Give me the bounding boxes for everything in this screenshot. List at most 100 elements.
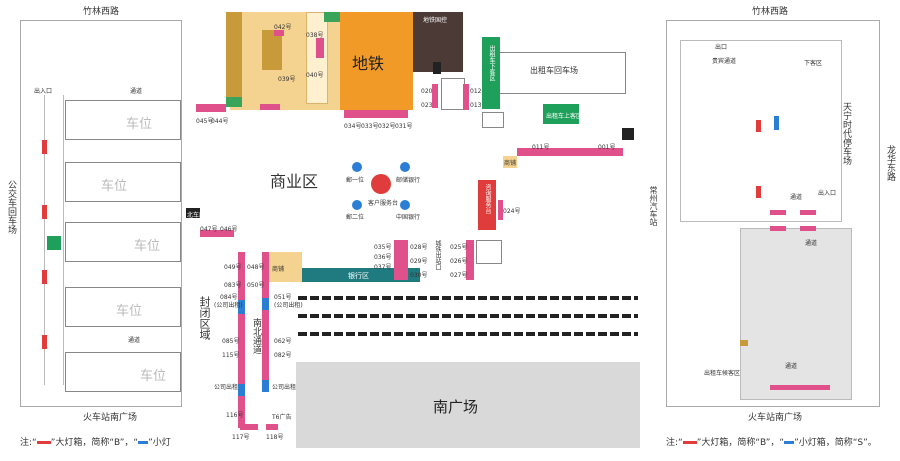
- lightbox: [463, 84, 469, 110]
- num-028: 028号: [410, 244, 428, 251]
- rail-track: [298, 314, 638, 318]
- num-083: 083号: [224, 282, 242, 289]
- top-gold-block: [262, 30, 282, 70]
- bank-zone-bar: 银行区: [302, 268, 420, 282]
- lightbox: [196, 104, 226, 112]
- left-spot-4: 车位: [65, 287, 181, 327]
- left-spot-2: 车位: [65, 162, 181, 202]
- num-020: 020号: [421, 88, 439, 95]
- num-026: 026号: [450, 258, 468, 265]
- stair-marker: [622, 128, 634, 140]
- right-big-lightbox: [756, 120, 761, 132]
- left-passage-2: 通道: [128, 337, 141, 344]
- num-084: 084号: [220, 294, 238, 301]
- right-lightbox-row: [770, 385, 830, 390]
- num-051: 051号: [274, 294, 292, 301]
- service-box-small: [441, 78, 465, 110]
- right-map-frame: [666, 20, 880, 407]
- num-013: 013号: [470, 102, 488, 109]
- num-117: 117号: [232, 434, 250, 441]
- taxi-pickup-block: 出租车上客区: [543, 104, 582, 124]
- lightbox: [240, 424, 258, 430]
- bank-marker: [400, 162, 410, 172]
- city-terminal-label: 城铁出站口: [434, 240, 441, 270]
- num-023: 023号: [421, 102, 439, 109]
- lightbox-row: [517, 148, 623, 156]
- num-045: 045号: [196, 118, 214, 125]
- right-lightbox: [800, 226, 816, 231]
- right-top-road: 竹林西路: [752, 7, 789, 17]
- metro-block: 地铁: [340, 12, 413, 110]
- left-green-marker: [47, 236, 61, 250]
- top-green-marker-2: [324, 12, 340, 22]
- metro-label: 地铁: [352, 54, 385, 73]
- mid-lightbox-column: [262, 252, 269, 392]
- num-037: 037号: [374, 264, 392, 271]
- num-115: 115号: [222, 352, 240, 359]
- right-lightbox: [770, 226, 786, 231]
- bus-station-label: 常州汽车站: [649, 186, 658, 226]
- num-062: 062号: [274, 338, 292, 345]
- num-118: 118号: [266, 434, 284, 441]
- num-027: 027号: [450, 272, 468, 279]
- taxi-return-label: 出租车回车场: [530, 66, 578, 75]
- num-116: 116号: [226, 412, 244, 419]
- closed-area-label: 封闭区域: [198, 296, 211, 340]
- num-050: 050号: [247, 282, 265, 289]
- lightbox: [394, 240, 408, 280]
- num-034: 034号: [344, 123, 362, 130]
- ad-t6: T6广告: [272, 414, 292, 421]
- left-big-lightbox: [42, 205, 47, 219]
- left-spot-3: 车位: [65, 222, 181, 262]
- service-desk-marker: [371, 174, 391, 194]
- bank-label: 中国银行: [396, 214, 421, 221]
- north-garage-sign: 北车库: [186, 208, 205, 219]
- num-046: 046号: [220, 226, 238, 233]
- num-040: 040号: [306, 72, 324, 79]
- left-bottom-road: 火车站南广场: [83, 413, 138, 423]
- south-square-label: 南广场: [433, 398, 479, 416]
- taxi-return-lot: 出租车回车场: [500, 52, 626, 94]
- num-032: 032号: [378, 123, 396, 130]
- stair-marker: [433, 62, 441, 74]
- num-042: 042号: [274, 24, 292, 31]
- parking-building-label: 天宁时代停车场: [841, 102, 851, 165]
- right-exit: 出口: [715, 44, 728, 51]
- shop-small: 商铺: [503, 156, 517, 168]
- top-gold-column: [226, 12, 242, 97]
- left-big-lightbox: [42, 140, 47, 154]
- left-top-road: 竹林西路: [83, 7, 120, 17]
- num-033: 033号: [361, 123, 379, 130]
- rail-track: [298, 296, 638, 300]
- right-passage: 通道: [790, 194, 803, 201]
- left-lightbox-column: [238, 252, 245, 428]
- top-light-column: [306, 12, 328, 104]
- lightbox: [274, 30, 284, 36]
- right-taxi-wait: 出租车候客区: [704, 370, 741, 377]
- left-map-frame: [20, 20, 182, 407]
- small-lightbox: [238, 384, 245, 396]
- num-030: 030号: [410, 272, 428, 279]
- lightbox: [200, 230, 234, 237]
- bank-marker: [400, 200, 410, 210]
- num-039: 039号: [278, 76, 296, 83]
- right-entry: 出入口: [818, 190, 837, 197]
- taxi-box: [482, 112, 504, 128]
- box-small: [476, 240, 502, 264]
- left-lane-line: [44, 95, 45, 385]
- right-east-road: 龙华东路: [885, 145, 895, 181]
- rail-track: [298, 332, 638, 336]
- num-082: 082号: [274, 352, 292, 359]
- lightbox-row: [344, 110, 408, 118]
- lightbox: [260, 104, 280, 110]
- num-025: 025号: [450, 244, 468, 251]
- left-passage-1: 通道: [130, 88, 143, 95]
- right-gold-marker: [740, 340, 748, 346]
- num-044: 044号: [211, 118, 229, 125]
- parking-upper: [680, 40, 842, 222]
- small-lightbox: [262, 298, 269, 310]
- left-legend: 注:“”大灯箱，简称“B”，“”小灯: [20, 438, 171, 448]
- right-small-lightbox: [774, 116, 779, 130]
- parking-lower: [740, 228, 852, 400]
- lightbox: [316, 38, 324, 58]
